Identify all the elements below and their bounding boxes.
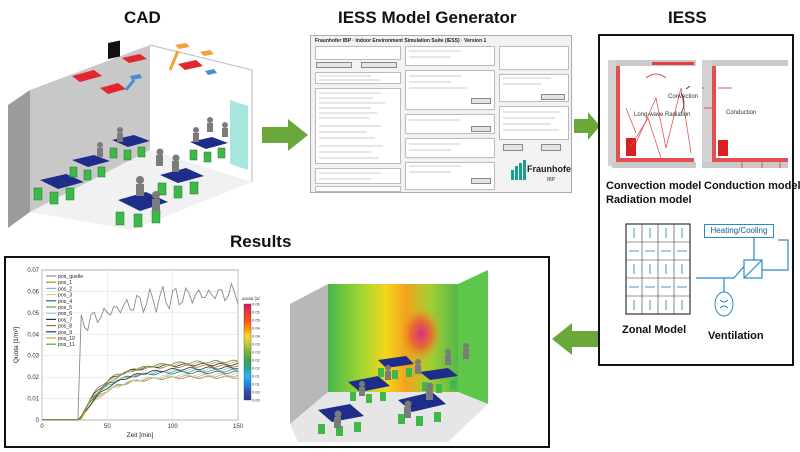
iess-label-long-wave: Long-wave Radiation	[634, 112, 691, 118]
legend-label: pos_2	[58, 286, 72, 292]
iess-label-conduction: Conduction	[726, 110, 757, 116]
legend-label: pos_1	[58, 280, 72, 286]
legend-label: pos_7	[58, 317, 72, 323]
y-tick-label: 0	[36, 418, 40, 424]
y-tick-label: 0.04	[27, 332, 39, 338]
fraunhofer-name: Fraunhofer	[527, 164, 572, 174]
arrow-generator-to-iess	[574, 112, 600, 140]
y-axis-label: Quota [1/m³]	[13, 327, 20, 363]
colorbar-tick-label: 0.035	[252, 342, 260, 347]
heating-cooling-box: Heating/Cooling	[704, 224, 774, 238]
series-line-pos_11	[42, 359, 239, 421]
generator-button-8[interactable]	[541, 144, 561, 151]
legend-label: pos_9	[58, 330, 72, 336]
generator-button-4[interactable]	[471, 126, 491, 132]
concentration-room-3d	[290, 270, 488, 442]
x-tick-label: 100	[168, 424, 179, 430]
generator-button-7[interactable]	[503, 144, 523, 151]
iess-label-conduction-model: Conduction model	[704, 180, 800, 192]
colorbar-tick-label: 0.055	[252, 310, 260, 315]
legend-label: pos_6	[58, 311, 72, 317]
y-tick-label: 0.07	[27, 268, 39, 274]
generator-button-2[interactable]	[361, 62, 397, 68]
y-tick-label: 0.06	[27, 289, 39, 295]
ventilation-diagram	[696, 238, 789, 317]
colorbar-title: quota [1/m3]	[242, 296, 260, 301]
iess-label-convection-model: Convection model	[606, 180, 702, 192]
colorbar-tick-label: 0.040	[252, 334, 260, 339]
colorbar-tick-label: 0.045	[252, 326, 260, 331]
generator-title: Fraunhofer IBP · Indoor Environment Simu…	[315, 38, 487, 44]
generator-button-6[interactable]	[541, 94, 565, 100]
x-tick-label: 150	[233, 424, 244, 430]
heading-cad: CAD	[124, 8, 161, 27]
iess-panel: Convection Long-wave Radiation Conductio…	[598, 34, 800, 366]
legend-label: pos_10	[58, 336, 75, 342]
colorbar	[243, 303, 252, 401]
colorbar-tick-label: 0.060	[252, 302, 260, 307]
legend-label: pos_3	[58, 293, 72, 299]
colorbar-tick-label: 0.005	[252, 390, 260, 395]
iess-label-radiation-model: Radiation model	[606, 194, 692, 206]
arrow-iess-to-results	[552, 323, 598, 355]
colorbar-tick-label: 0.025	[252, 358, 260, 363]
fraunhofer-logo-icon	[511, 160, 526, 180]
fraunhofer-sub: IBP	[547, 177, 556, 183]
colorbar-tick-label: 0.015	[252, 374, 260, 379]
zonal-model-diagram	[625, 223, 691, 315]
cad-classroom	[8, 40, 253, 230]
x-tick-label: 50	[104, 424, 111, 430]
generator-button-3[interactable]	[471, 98, 491, 104]
legend-label: pos_11	[58, 342, 75, 348]
generator-button-1[interactable]	[316, 62, 352, 68]
y-tick-label: 0.02	[27, 375, 39, 381]
generator-window: Fraunhofer IBP · Indoor Environment Simu…	[310, 35, 572, 193]
iess-label-ventilation: Ventilation	[708, 330, 764, 342]
arrow-cad-to-generator	[262, 119, 308, 151]
convection-radiation-diagram	[608, 60, 696, 168]
x-axis-label: Zeit [min]	[127, 432, 154, 439]
legend-label: pos_4	[58, 299, 72, 305]
heading-results: Results	[230, 232, 292, 251]
iess-label-zonal-model: Zonal Model	[622, 324, 687, 336]
generator-button-5[interactable]	[471, 178, 491, 184]
conduction-diagram	[702, 60, 788, 168]
legend-label: pos_5	[58, 305, 72, 311]
colorbar-tick-label: 0.000	[252, 398, 260, 403]
legend-label: pos_8	[58, 324, 72, 330]
colorbar-tick-label: 0.030	[252, 350, 260, 355]
y-tick-label: 0.03	[27, 354, 39, 360]
colorbar-tick-label: 0.050	[252, 318, 260, 323]
colorbar-tick-label: 0.010	[252, 382, 260, 387]
quota-chart: 0 50 100 150 0 0.01 0.02 0.03 0.04 0.05 0.06 0.07Ze…	[13, 268, 260, 439]
heading-iess: IESS	[668, 8, 707, 27]
colorbar-tick-label: 0.020	[252, 366, 260, 371]
y-tick-label: 0.01	[27, 397, 39, 403]
legend-label: pos_quelle	[58, 274, 83, 280]
x-tick-label: 0	[40, 424, 44, 430]
heading-generator: IESS Model Generator	[338, 8, 517, 27]
iess-label-convection: Convection	[668, 94, 699, 100]
heating-cooling-label: Heating/Cooling	[710, 226, 768, 235]
y-tick-label: 0.05	[27, 311, 39, 317]
